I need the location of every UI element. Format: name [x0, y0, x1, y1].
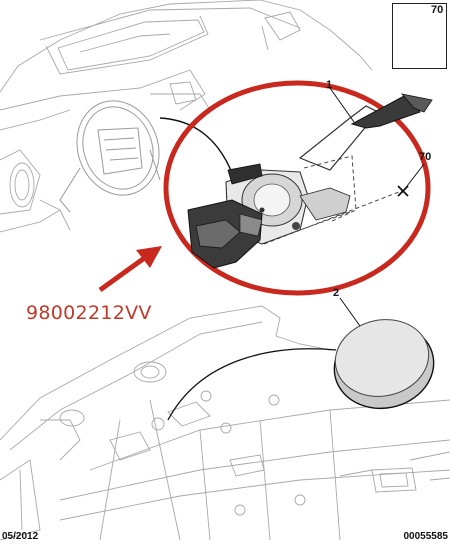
leader-line-fastener — [403, 163, 425, 191]
pointer-arrow-icon — [98, 246, 162, 293]
callout-switch: 1 — [326, 79, 333, 91]
leader-line-cap — [167, 348, 337, 421]
callout-fastener: 70 — [419, 151, 432, 163]
callout-cap: 2 — [333, 287, 340, 299]
leader-line-switch — [329, 87, 355, 123]
leader-line-dashboard — [159, 117, 235, 179]
part-code-label: 98002212VV — [26, 302, 152, 324]
steering-switch-illustration — [187, 93, 433, 269]
footer-date: 05/2012 — [2, 531, 39, 542]
dashed-guides — [263, 155, 405, 245]
footer-reference: 00055585 — [403, 531, 449, 542]
dashboard-illustration — [0, 0, 373, 233]
screw-inset-box — [392, 3, 447, 69]
floor-pan-illustration — [0, 305, 450, 541]
steering-wheel-illustration — [59, 100, 161, 213]
leader-line-cap-label — [339, 297, 361, 327]
highlight-circle — [163, 80, 431, 296]
blanking-cap-illustration — [333, 319, 435, 410]
callout-screw-box: 70 — [431, 4, 444, 16]
